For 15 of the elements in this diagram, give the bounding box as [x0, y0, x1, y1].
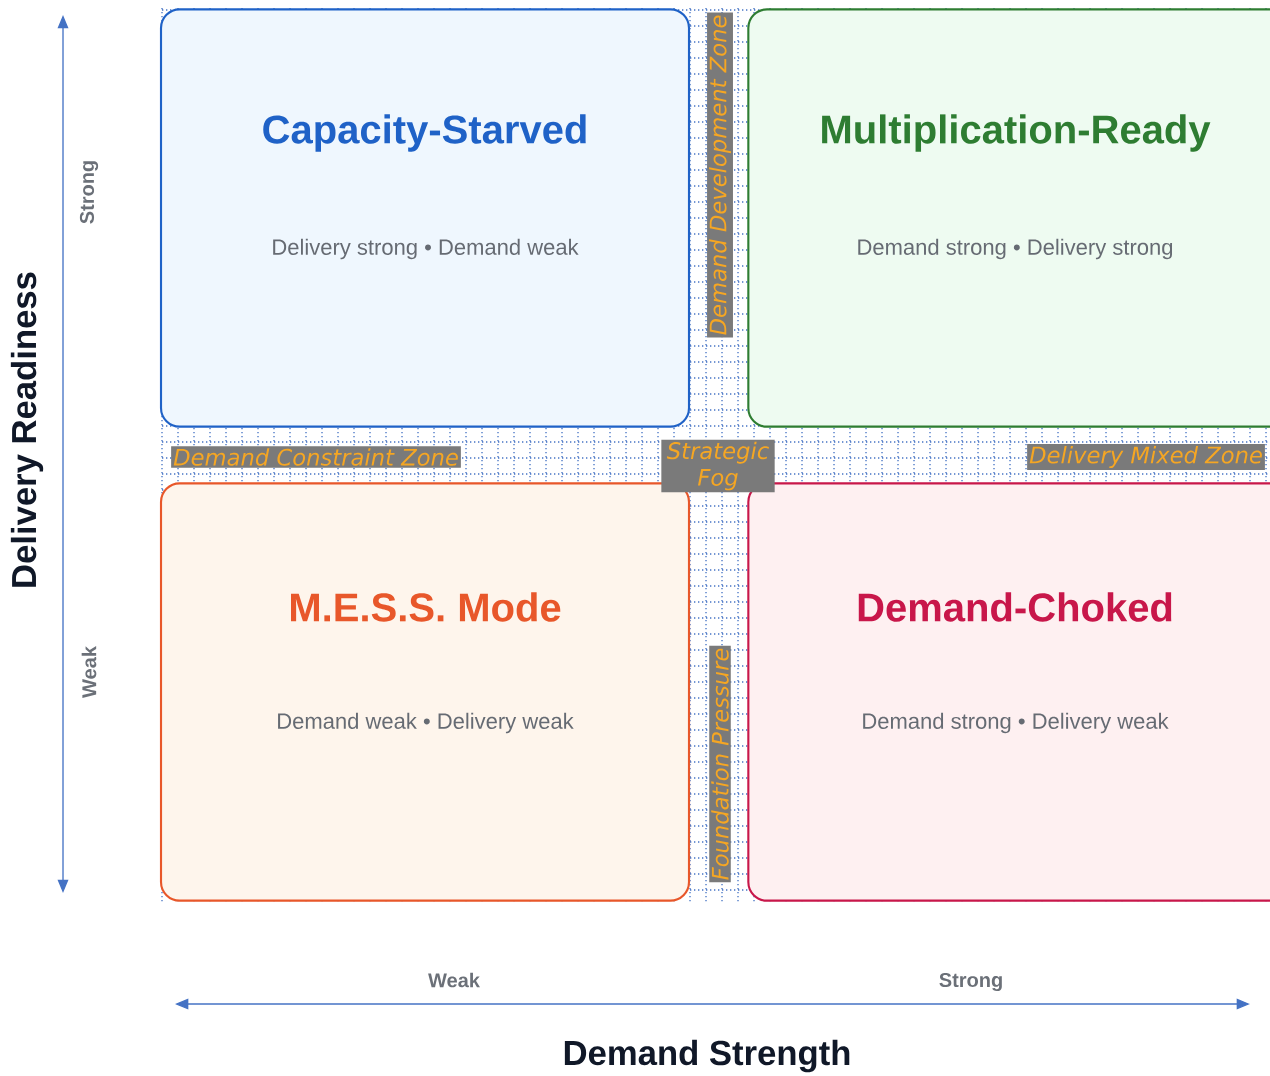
axis-tick-label: Weak — [428, 972, 480, 988]
axis-title: Delivery Readiness — [10, 272, 44, 587]
axis-tick-label: Strong — [79, 161, 99, 224]
zone-tag: Foundation Pressure — [709, 645, 731, 883]
quadrant-box: Capacity-Starved Delivery strong • Demand weak — [159, 8, 691, 428]
axis-tick-label: Strong — [939, 972, 1002, 992]
axis-title: Demand Strength — [564, 1039, 850, 1073]
quadrant-box: M.E.S.S. Mode Demand weak • Delivery weak — [159, 482, 691, 902]
quadrant-box: Demand-Choked Demand strong • Delivery weak — [747, 482, 1270, 902]
zone-tag: Strategic Fog — [661, 439, 775, 493]
zone-tag: Demand Development Zone — [707, 12, 733, 338]
axis-tick-label: Weak — [81, 646, 97, 698]
zone-tag: Demand Constraint Zone — [171, 446, 461, 468]
zone-tag: Delivery Mixed Zone — [1027, 444, 1265, 470]
quadrant-box: Multiplication-Ready Demand strong • Delivery strong — [747, 8, 1270, 428]
